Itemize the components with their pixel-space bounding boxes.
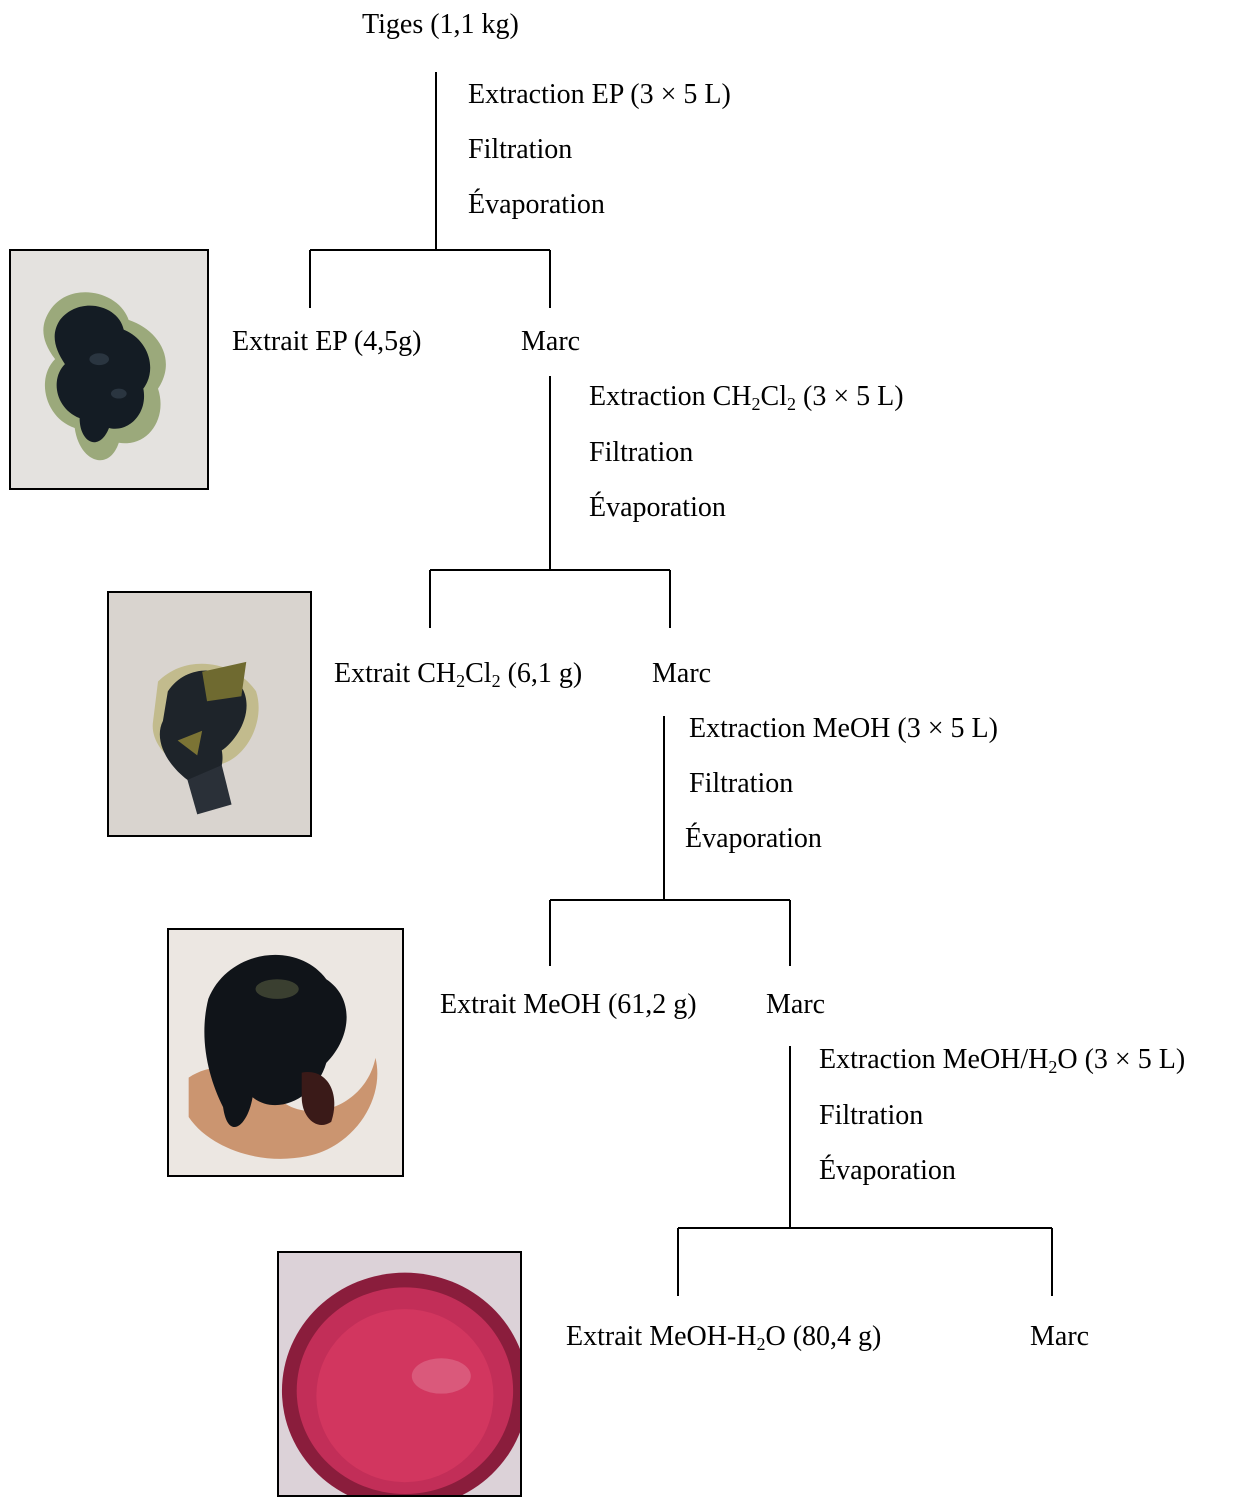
step3-filtration-label: Filtration [689, 768, 794, 799]
step1-extract-label: Extrait EP (4,5g) [232, 326, 422, 357]
step2-extraction-label: Extraction CH2Cl2 (3 × 5 L) [589, 381, 904, 414]
extract-photo-meoh-h2o [277, 1251, 522, 1497]
step2-evaporation-label: Évaporation [589, 492, 726, 523]
step1-filtration-label: Filtration [468, 134, 573, 165]
step1-evaporation-label: Évaporation [468, 189, 605, 220]
step2-extract-label: Extrait CH2Cl2 (6,1 g) [334, 658, 583, 691]
step3-extraction-label: Extraction MeOH (3 × 5 L) [689, 713, 998, 744]
extract-photo-ch2cl2 [107, 591, 312, 837]
step2-residue-label: Marc [652, 658, 712, 689]
extract-photo-ep [9, 249, 209, 490]
root-material-label: Tiges (1,1 kg) [362, 9, 519, 40]
step4-evaporation-label: Évaporation [819, 1155, 956, 1186]
step1-extraction-label: Extraction EP (3 × 5 L) [468, 79, 731, 110]
step3-extract-label: Extrait MeOH (61,2 g) [440, 989, 697, 1020]
step4-extraction-label: Extraction MeOH/H2O (3 × 5 L) [819, 1044, 1186, 1077]
step4-extract-label: Extrait MeOH-H2O (80,4 g) [566, 1321, 882, 1354]
step3-evaporation-label: Évaporation [685, 823, 822, 854]
extract-photo-meoh [167, 928, 404, 1177]
step3-residue-label: Marc [766, 989, 826, 1020]
step2-filtration-label: Filtration [589, 437, 694, 468]
step4-filtration-label: Filtration [819, 1100, 924, 1131]
step4-residue-label: Marc [1030, 1321, 1090, 1352]
step1-residue-label: Marc [521, 326, 581, 357]
